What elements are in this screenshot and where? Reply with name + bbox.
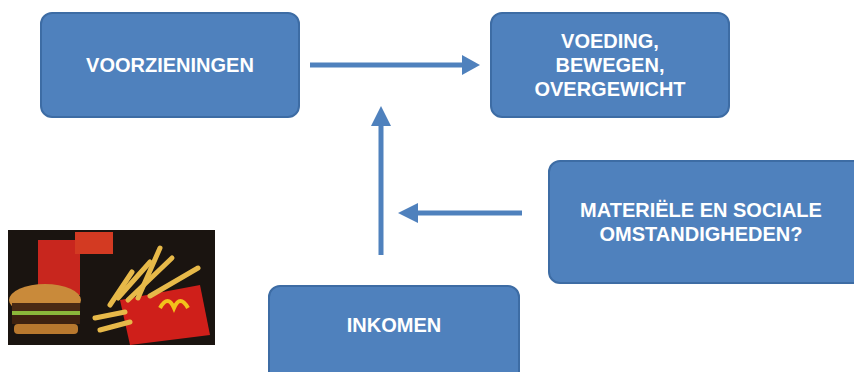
outcome-box: VOEDING, BEWEGEN, OVERGEWICHT bbox=[490, 12, 730, 118]
moderator-line bbox=[379, 124, 384, 255]
moderator-line bbox=[414, 211, 522, 216]
context-box: MATERIËLE EN SOCIALE OMSTANDIGHEDEN? bbox=[548, 160, 854, 284]
node-label: VOORZIENINGEN bbox=[86, 53, 254, 77]
arrow-head bbox=[398, 203, 418, 223]
connector-line bbox=[310, 63, 466, 68]
income-box: INKOMEN bbox=[268, 285, 520, 372]
arrow-head bbox=[371, 106, 391, 126]
node-label: VOEDING, BEWEGEN, OVERGEWICHT bbox=[504, 29, 716, 101]
arrow-head bbox=[462, 55, 480, 75]
node-label: MATERIËLE EN SOCIALE OMSTANDIGHEDEN? bbox=[562, 198, 840, 246]
process-box: VOORZIENINGEN bbox=[40, 12, 300, 118]
node-label: INKOMEN bbox=[347, 313, 441, 337]
connector-arrow bbox=[310, 55, 480, 75]
